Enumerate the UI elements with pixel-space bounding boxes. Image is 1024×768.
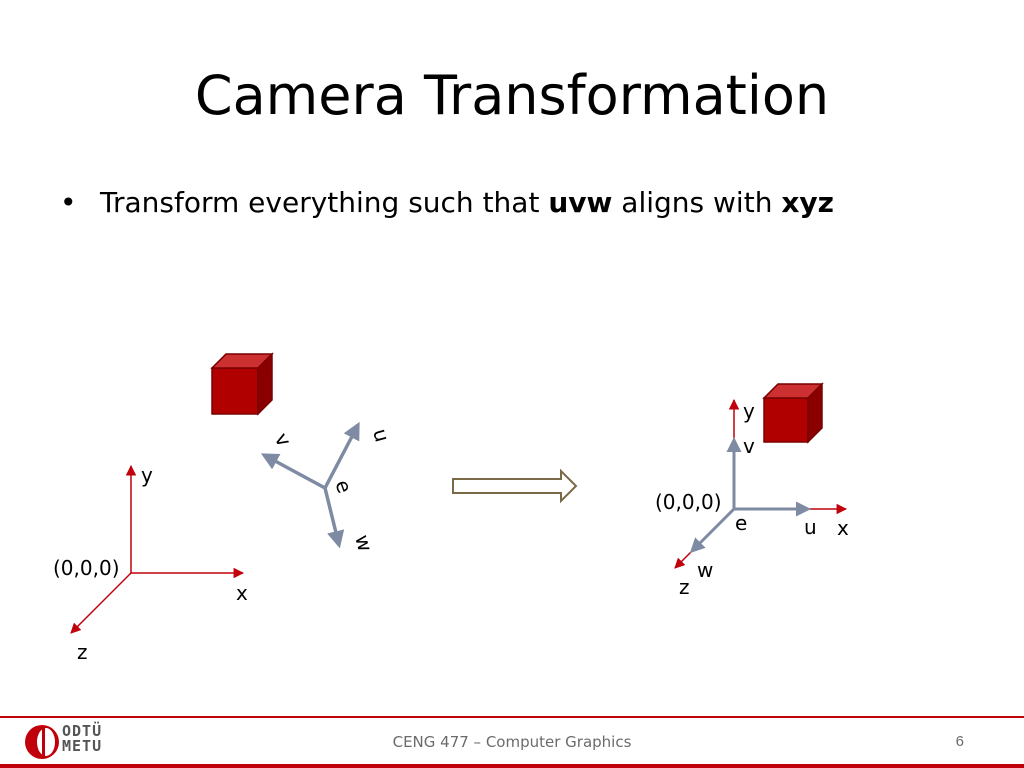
left-e-label: e	[330, 477, 357, 497]
left-cube	[210, 352, 274, 416]
logo-line-odtu: ODTÜ	[62, 722, 103, 740]
metu-logo-icon	[25, 725, 59, 759]
right-w-axis	[689, 507, 736, 554]
right-w-label: w	[697, 558, 713, 582]
transform-arrow	[452, 468, 578, 504]
bullet-bold-uvw: uvw	[548, 186, 613, 219]
bullet-dot: •	[60, 186, 77, 219]
right-z-label: z	[679, 575, 690, 599]
left-w-label: w	[350, 532, 377, 554]
left-origin-label: (0,0,0)	[53, 556, 120, 580]
metu-logo-text: ODTÜ METU	[62, 724, 102, 754]
slide-title: Camera Transformation	[194, 64, 830, 127]
left-v-label: v	[270, 429, 297, 451]
left-z-label: z	[77, 640, 88, 664]
footer-bottom-bar	[0, 764, 1024, 768]
left-w-axis	[323, 487, 345, 549]
right-v-label: v	[743, 434, 755, 458]
right-cube	[762, 382, 824, 444]
left-x-label: x	[236, 581, 248, 605]
footer-divider	[0, 716, 1024, 718]
bullet-text-middle: aligns with	[612, 186, 782, 219]
left-diagram: y x z (0,0,0) u v w e	[53, 352, 395, 664]
right-e-label: e	[735, 511, 747, 535]
left-world-axes	[70, 464, 245, 634]
page-number: 6	[955, 733, 964, 750]
bullet-point: • Transform everything such that uvw alig…	[60, 186, 834, 219]
right-u-label: u	[804, 515, 817, 539]
right-x-label: x	[837, 516, 849, 540]
right-y-label: y	[743, 399, 755, 423]
right-diagram: y v (0,0,0) e u x w z	[655, 382, 849, 599]
left-u-axis	[323, 421, 360, 489]
left-u-label: u	[368, 426, 394, 444]
bullet-bold-xyz: xyz	[781, 186, 834, 219]
left-v-axis	[260, 453, 326, 490]
right-origin-label: (0,0,0)	[655, 490, 722, 514]
footer-course: CENG 477 – Computer Graphics	[392, 733, 632, 751]
bullet-text-before: Transform everything such that	[100, 186, 549, 219]
right-camera-axes	[689, 437, 811, 554]
left-y-label: y	[141, 463, 153, 487]
left-camera-axes	[260, 421, 360, 549]
left-z-axis	[70, 572, 132, 634]
logo-line-metu: METU	[62, 737, 103, 755]
